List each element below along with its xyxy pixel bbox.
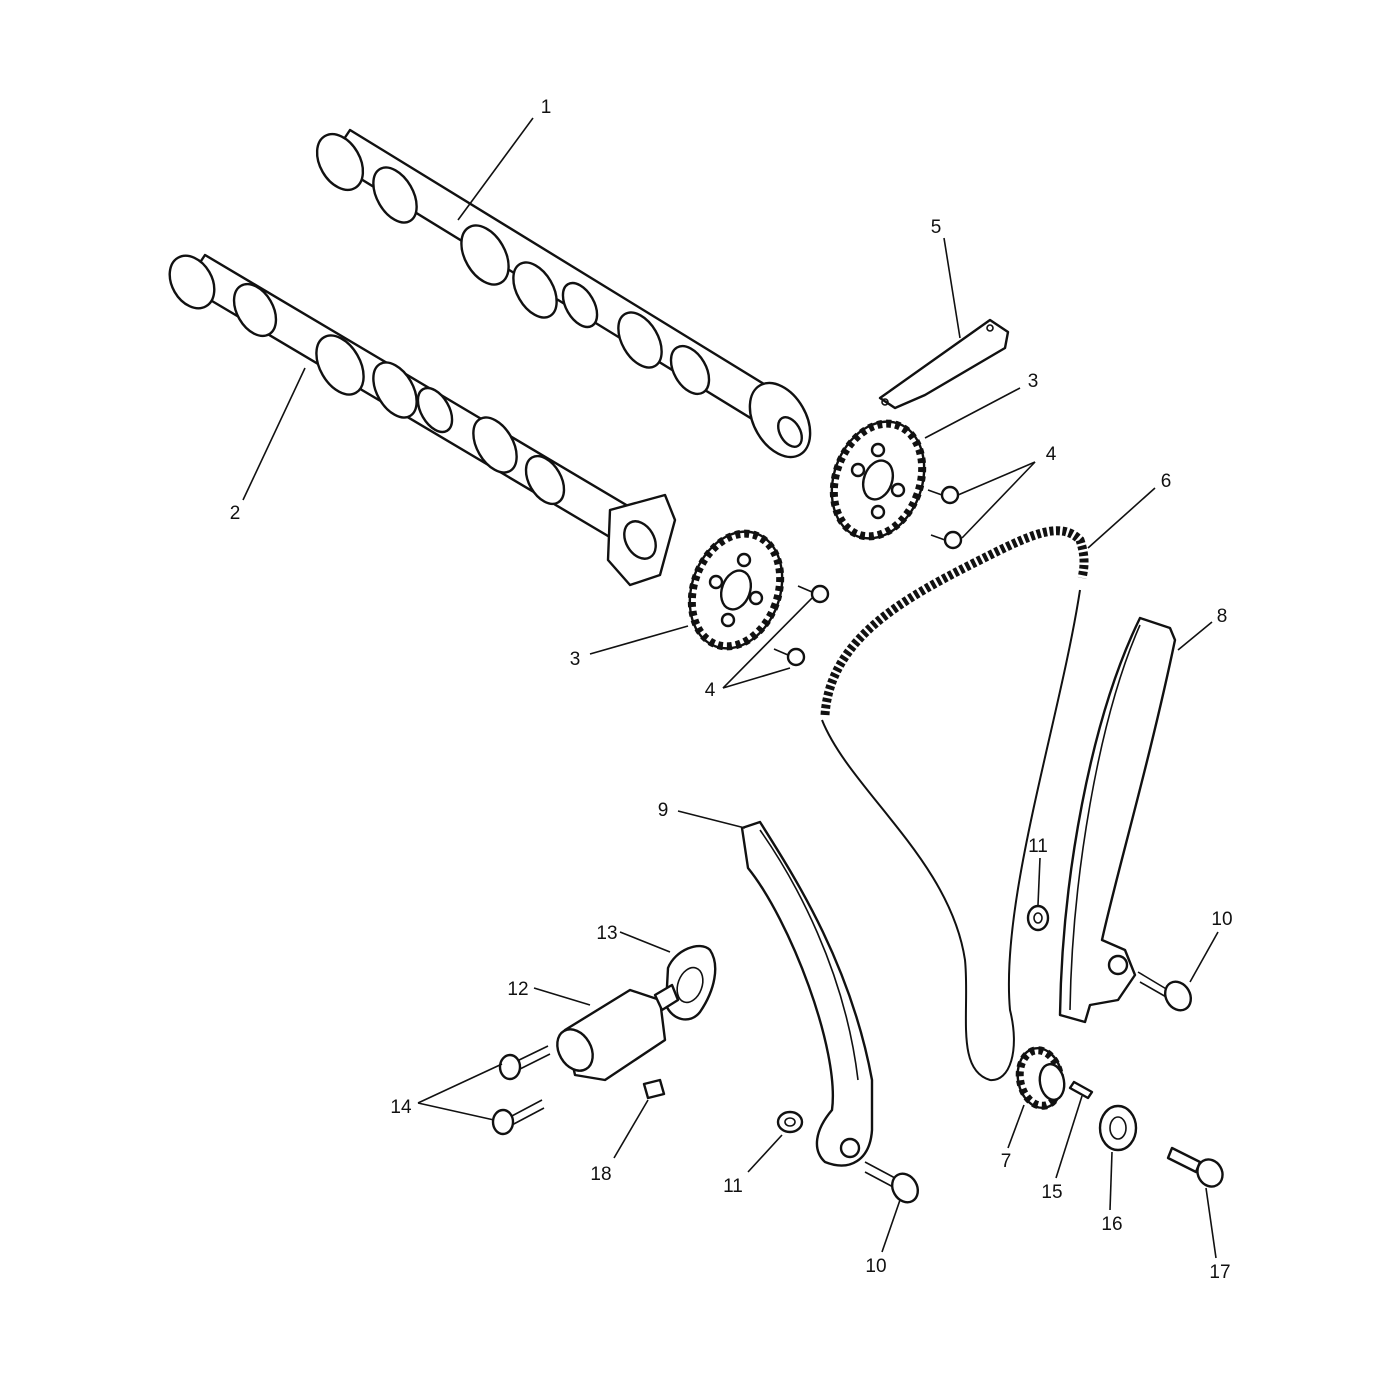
callout-11-left: 11 <box>723 1176 743 1197</box>
camshaft-exhaust-part-1 <box>315 128 812 459</box>
callout-12: 12 <box>507 979 528 1000</box>
callout-labels: 1 2 3 3 4 4 5 6 7 8 9 10 10 11 11 12 13 … <box>230 97 1233 1283</box>
chain-tensioner-part-12 <box>556 983 680 1082</box>
nut-part-16 <box>1098 1104 1138 1152</box>
callout-9: 9 <box>658 800 669 821</box>
callout-18: 18 <box>590 1164 611 1185</box>
callout-6: 6 <box>1161 471 1172 492</box>
timing-chain-part-6 <box>820 526 1089 1082</box>
callout-16: 16 <box>1101 1214 1122 1235</box>
crank-sprocket-part-7 <box>1015 1046 1066 1110</box>
callout-14: 14 <box>390 1097 412 1118</box>
insert-part-18 <box>642 1078 666 1100</box>
callout-8: 8 <box>1217 606 1228 627</box>
woodruff-key-part-15 <box>1068 1080 1094 1100</box>
callout-10-right: 10 <box>1211 909 1232 930</box>
callout-11-right: 11 <box>1028 836 1048 857</box>
washer-part-11 <box>776 904 1050 1134</box>
chain-guide-fixed-part-8 <box>1058 616 1177 1024</box>
pivot-bolt-part-10 <box>864 971 1193 1204</box>
callout-7: 7 <box>1001 1151 1012 1172</box>
leader-lines <box>242 117 1219 1259</box>
callout-15: 15 <box>1041 1182 1062 1203</box>
callout-4-lower: 4 <box>705 680 716 701</box>
sprocket-upper-part-3 <box>829 419 927 541</box>
bolt-part-17 <box>1166 1146 1224 1188</box>
tensioner-bolt-part-14 <box>491 1045 551 1136</box>
sprocket-lower-part-3 <box>687 529 785 651</box>
callout-10-bottom: 10 <box>865 1256 886 1277</box>
camshaft-intake-part-2 <box>168 253 677 587</box>
callout-2: 2 <box>230 503 241 524</box>
bracket-part-5 <box>878 318 1010 410</box>
callout-4-upper: 4 <box>1046 444 1057 465</box>
callout-1: 1 <box>541 97 552 118</box>
callout-5: 5 <box>931 217 942 238</box>
gasket-part-13 <box>664 944 717 1021</box>
callout-3-upper: 3 <box>1028 371 1039 392</box>
callout-17: 17 <box>1209 1262 1230 1283</box>
callout-13: 13 <box>596 923 617 944</box>
chain-tensioner-guide-part-9 <box>740 820 874 1167</box>
callout-3-lower: 3 <box>570 649 581 670</box>
